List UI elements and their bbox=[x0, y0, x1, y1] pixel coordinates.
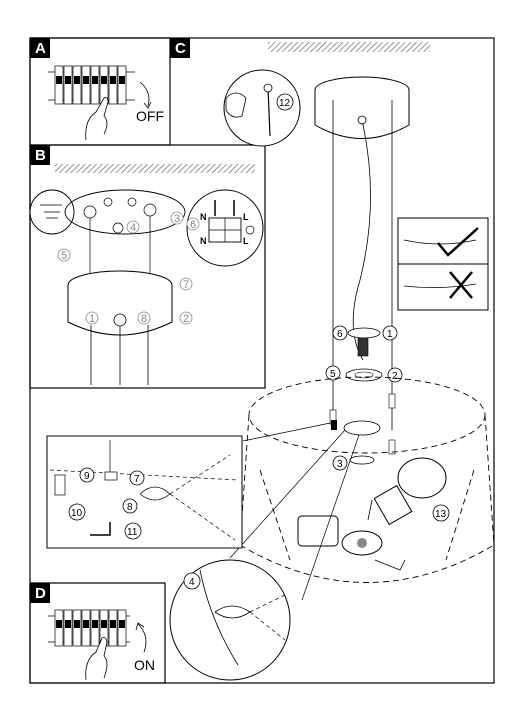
ceiling-hatch-b bbox=[55, 164, 255, 173]
circuit-breaker-icon bbox=[48, 65, 135, 105]
panel-c: 12 6 1 5 2 3 bbox=[223, 69, 495, 601]
on-label: ON bbox=[134, 657, 155, 673]
off-label: OFF bbox=[136, 108, 164, 124]
terminal-l-bottom: L bbox=[243, 236, 249, 246]
step-6-label: 6 bbox=[190, 219, 196, 231]
terminal-n-top: N bbox=[200, 212, 207, 222]
step-5-label: 5 bbox=[61, 250, 67, 262]
panel-a-badge bbox=[30, 38, 50, 58]
step-2-label: 2 bbox=[183, 313, 189, 325]
step-4-c-label: 4 bbox=[189, 577, 195, 588]
check-icon bbox=[437, 227, 479, 257]
step-3-label: 3 bbox=[174, 213, 180, 225]
panel-a: A OFF bbox=[29, 37, 171, 146]
knot-icon bbox=[343, 420, 381, 436]
panel-a-label: A bbox=[35, 40, 46, 57]
panel-d: D ON bbox=[29, 582, 166, 684]
step-8-k-label: 8 bbox=[127, 502, 133, 513]
step-10-label: 10 bbox=[71, 508, 83, 519]
panel-c-header: C bbox=[170, 38, 430, 58]
step-1-c-label: 1 bbox=[387, 329, 393, 340]
ceiling-canopy bbox=[314, 76, 410, 139]
step-7-k-label: 7 bbox=[134, 474, 140, 485]
panel-c-label: C bbox=[175, 40, 186, 57]
step-9-label: 9 bbox=[84, 471, 90, 482]
ceiling-plate bbox=[64, 189, 186, 235]
step-11-label: 11 bbox=[127, 527, 138, 538]
panel-d-label: D bbox=[35, 585, 46, 602]
step-7-label: 7 bbox=[183, 279, 189, 291]
step-2-c-label: 2 bbox=[392, 371, 398, 382]
screw-icon bbox=[83, 197, 157, 234]
step-8-label: 8 bbox=[141, 313, 147, 325]
step-5-c-label: 5 bbox=[330, 369, 336, 380]
power-cord bbox=[352, 119, 371, 361]
step-6-c-label: 6 bbox=[337, 329, 343, 340]
ground-icon bbox=[245, 225, 255, 235]
arrow-up-icon bbox=[137, 623, 147, 653]
hand-icon-c bbox=[225, 92, 247, 118]
panel-b-badge bbox=[30, 145, 50, 165]
step-3-c-label: 3 bbox=[337, 459, 343, 470]
arrow-down-icon bbox=[139, 81, 150, 107]
knot-detail-inset: 9 7 8 10 11 bbox=[46, 435, 243, 549]
panel-b-label: B bbox=[35, 147, 46, 164]
screw-detail-inset: 12 bbox=[223, 69, 301, 147]
terminal-l-top: L bbox=[243, 212, 249, 222]
terminal-n-bottom: N bbox=[200, 236, 207, 246]
panel-c-badge bbox=[170, 38, 190, 58]
hand-icon-d bbox=[85, 637, 108, 681]
cable-circle-inset: 4 bbox=[169, 559, 291, 681]
step-1-label: 1 bbox=[89, 313, 95, 325]
circuit-breaker-icon-d bbox=[48, 609, 130, 647]
light-bulb-icon bbox=[297, 457, 447, 571]
cross-icon bbox=[449, 271, 473, 299]
step-12-label: 12 bbox=[279, 98, 291, 109]
cable-check-box bbox=[397, 217, 489, 311]
ceiling-hatch bbox=[268, 42, 430, 52]
hex-key-icon bbox=[90, 522, 111, 536]
terminal-block-inset: 6 N N L L bbox=[186, 189, 264, 267]
step-13-label: 13 bbox=[435, 509, 447, 520]
cap-piece bbox=[347, 327, 381, 339]
panel-b: B 3 4 5 7 2 1 8 bbox=[29, 144, 266, 389]
step-4-label: 4 bbox=[130, 222, 136, 234]
cable-rod bbox=[267, 87, 271, 137]
lamp-shade-dashed bbox=[239, 376, 495, 583]
hand-icon bbox=[85, 97, 109, 141]
panel-d-badge bbox=[30, 583, 50, 603]
